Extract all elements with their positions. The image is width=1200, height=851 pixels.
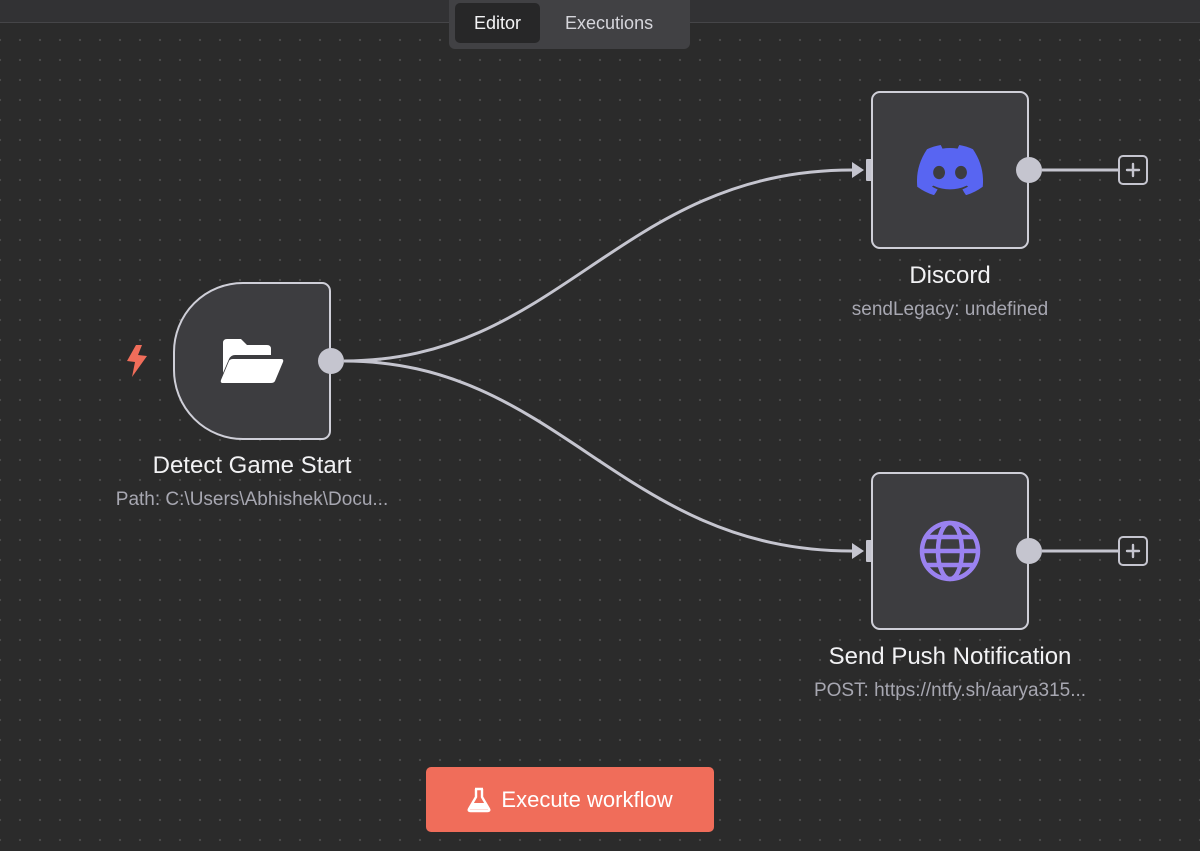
discord-input-arrow	[852, 162, 864, 178]
discord-icon	[917, 145, 983, 195]
node-send-push-notification[interactable]	[871, 472, 1029, 630]
node-discord[interactable]	[871, 91, 1029, 249]
node-detect-game-start[interactable]	[173, 282, 331, 440]
tab-executions[interactable]: Executions	[565, 12, 654, 33]
discord-output-handle[interactable]	[1016, 157, 1042, 183]
view-tabs: Editor Executions	[449, 0, 690, 49]
execute-workflow-button[interactable]: Execute workflow	[426, 767, 714, 832]
bolt-icon	[127, 345, 147, 377]
globe-icon	[919, 520, 981, 582]
folder-open-icon	[220, 339, 284, 383]
plus-icon	[1125, 162, 1141, 178]
execute-workflow-label: Execute workflow	[501, 786, 673, 812]
tab-editor[interactable]: Editor	[455, 3, 541, 43]
node-subtitle-send-push-notification: POST: https://ntfy.sh/aarya315...	[813, 680, 1087, 701]
flask-icon	[467, 787, 491, 812]
plus-icon	[1125, 543, 1141, 559]
push-add-node-button[interactable]	[1118, 536, 1148, 566]
push-output-handle[interactable]	[1016, 538, 1042, 564]
node-title-send-push-notification: Send Push Notification	[828, 643, 1072, 670]
node-title-detect-game-start: Detect Game Start	[152, 452, 352, 479]
node-title-discord: Discord	[909, 262, 991, 289]
node-subtitle-detect-game-start: Path: C:\Users\Abhishek\Docu...	[115, 489, 389, 510]
trigger-output-handle[interactable]	[318, 348, 344, 374]
discord-add-node-button[interactable]	[1118, 155, 1148, 185]
push-input-arrow	[852, 543, 864, 559]
node-subtitle-discord: sendLegacy: undefined	[851, 299, 1049, 320]
connection-trigger-to-push[interactable]	[343, 359, 853, 553]
connection-trigger-to-discord[interactable]	[343, 168, 853, 363]
